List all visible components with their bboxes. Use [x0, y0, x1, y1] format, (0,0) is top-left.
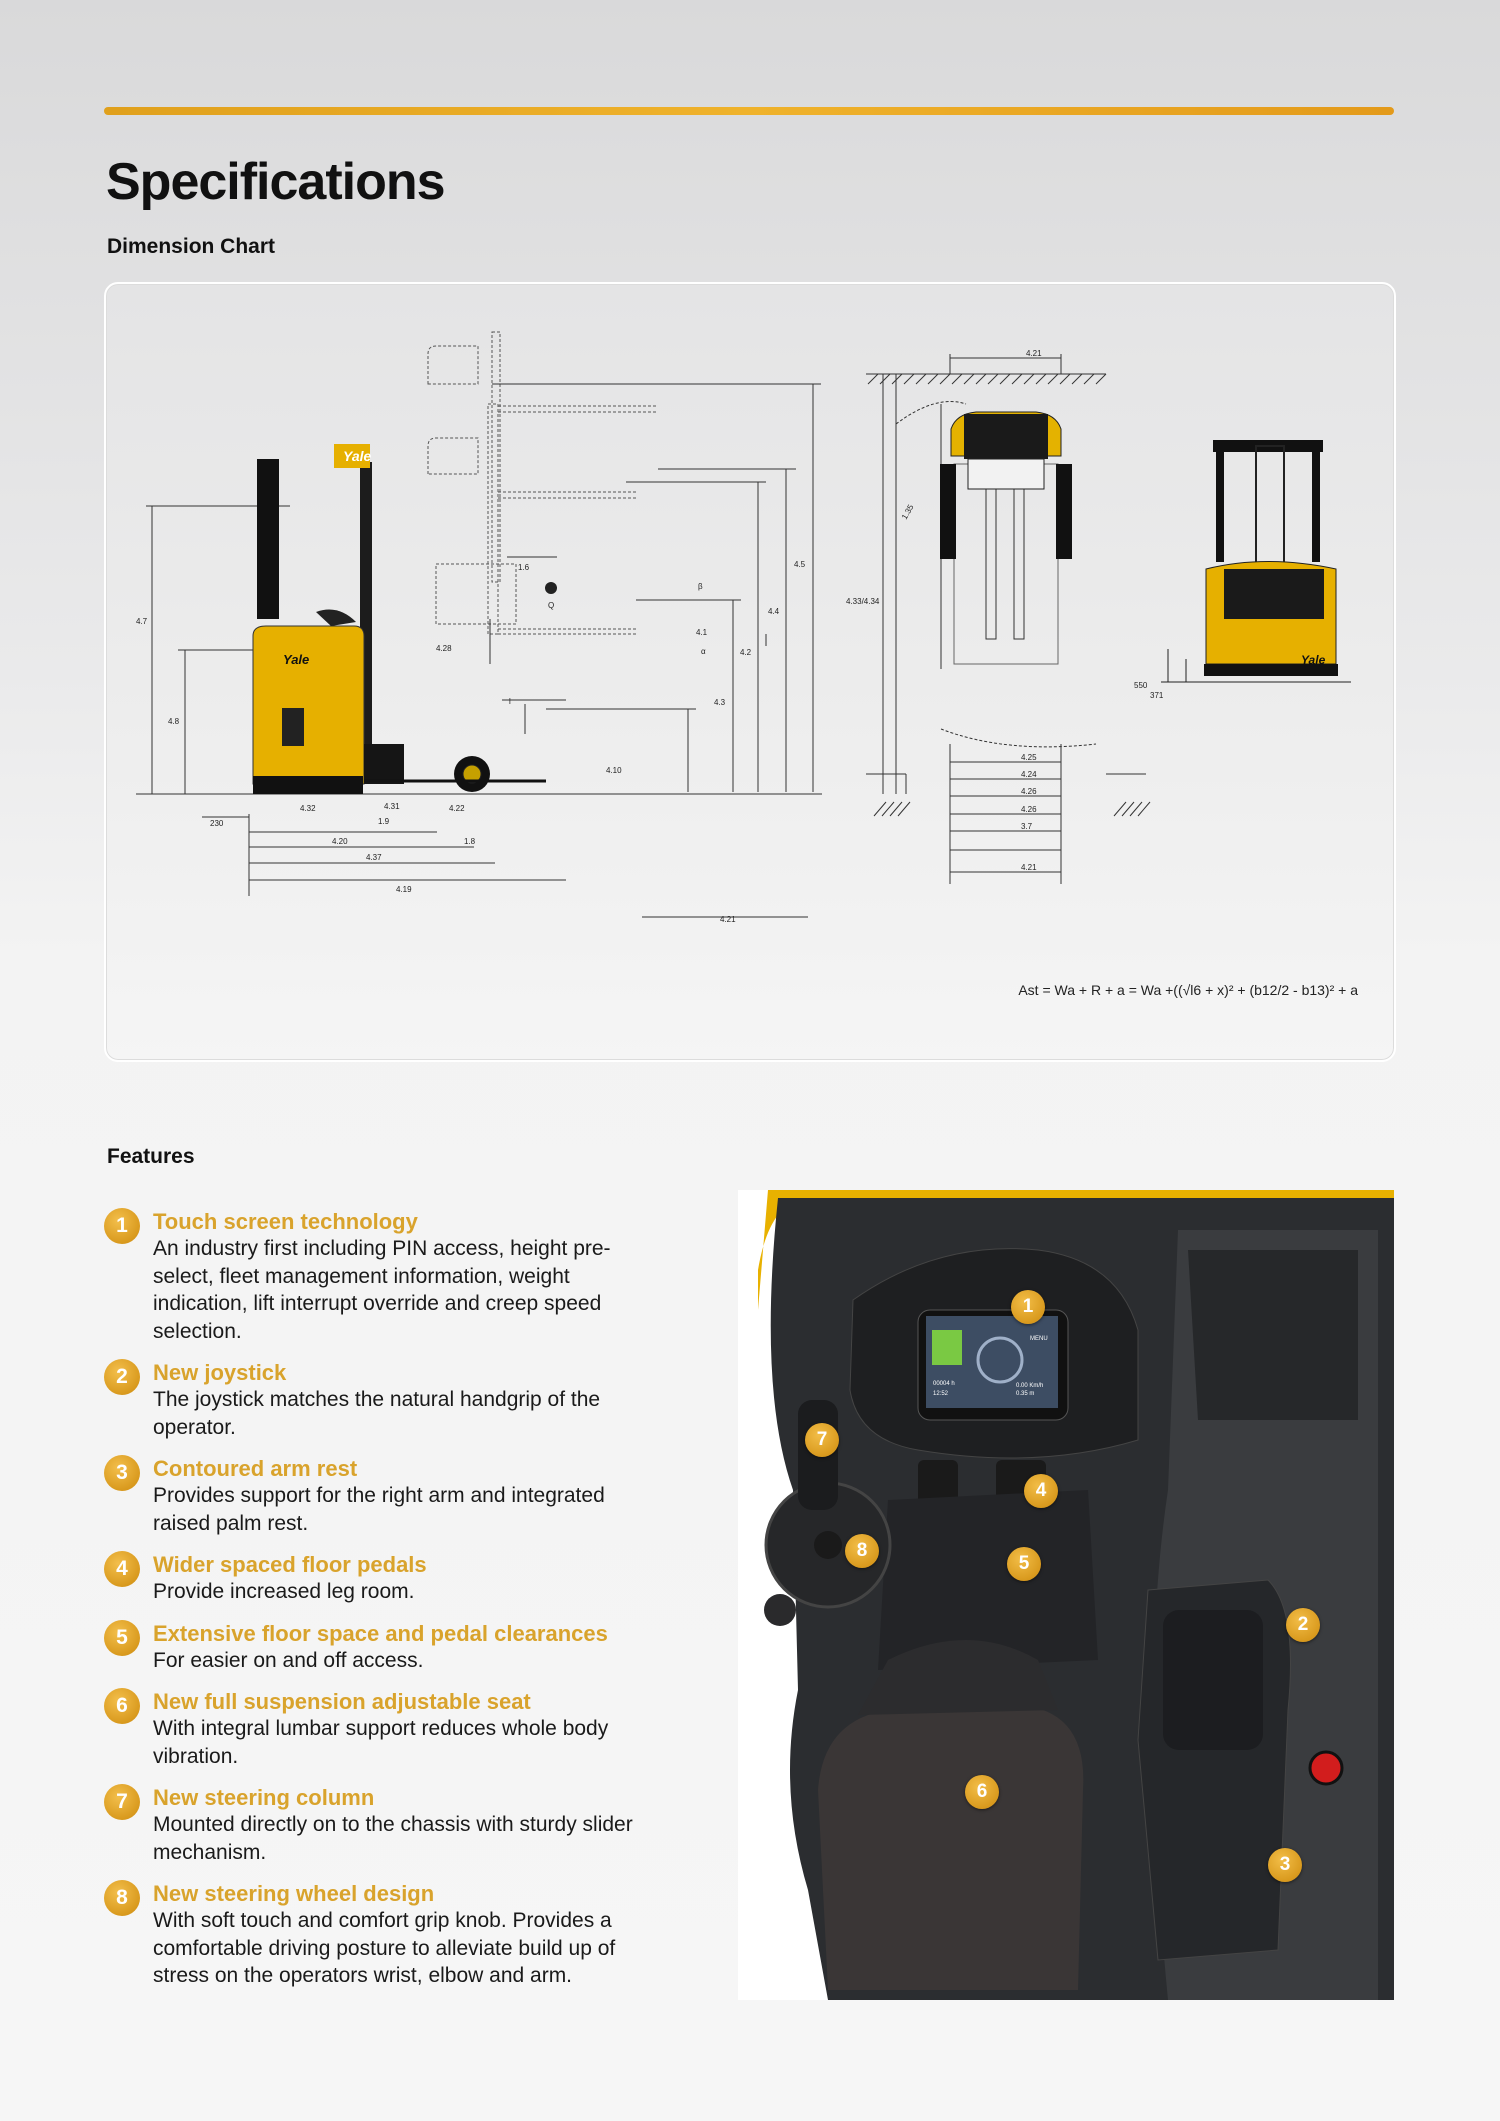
feature-item: 1 Touch screen technology An industry fi… — [104, 1208, 644, 1345]
features-heading: Features — [107, 1145, 195, 1168]
dim-h5: 4.2 — [740, 648, 752, 657]
feature-title: Wider spaced floor pedals — [153, 1552, 427, 1577]
dim-m2: 4.32 — [300, 804, 316, 813]
dimension-drawing: Yale Yale Yale 4.7 4.8 4.5 4.4 4.2 4.3 4… — [136, 331, 1351, 924]
dim-Wa: 1.35 — [900, 503, 916, 521]
dim-b1-side: 4.21 — [720, 915, 736, 924]
display-time: 12:52 — [933, 1391, 949, 1397]
brand-logo-front: Yale — [1301, 653, 1326, 667]
feature-number: 1 — [104, 1208, 140, 1244]
feature-title: Contoured arm rest — [153, 1456, 358, 1481]
dim-h3: 4.5 — [794, 560, 806, 569]
dim-l4: 4.28 — [436, 644, 452, 653]
feature-title: New steering column — [153, 1785, 375, 1810]
dim-beta: β — [698, 582, 703, 591]
dim-4-1: 4.1 — [696, 628, 708, 637]
dim-b3: 4.21 — [1026, 349, 1042, 358]
dim-550: 550 — [1134, 681, 1148, 690]
feature-number: 3 — [104, 1455, 140, 1491]
display-menu: MENU — [1030, 1336, 1048, 1342]
feature-item: 5 Extensive floor space and pedal cleara… — [104, 1619, 644, 1675]
marker-3: 3 — [1268, 1848, 1302, 1882]
marker-1: 1 — [1011, 1290, 1045, 1324]
feature-number: 6 — [104, 1688, 140, 1724]
feature-title: New full suspension adjustable seat — [153, 1689, 531, 1714]
feature-desc: With integral lumbar support reduces who… — [153, 1717, 609, 1768]
feature-item: 4 Wider spaced floor pedals Provide incr… — [104, 1551, 644, 1606]
cab-interior-photo: MENU 00004 h 12:52 0.00 Km/h 0.35 m 1 2 … — [738, 1190, 1394, 2000]
accent-rule — [104, 107, 1394, 115]
marker-4: 4 — [1024, 1474, 1058, 1508]
cab-illustration: MENU 00004 h 12:52 0.00 Km/h 0.35 m — [738, 1190, 1394, 2000]
dim-l1: 4.19 — [396, 885, 412, 894]
feature-number: 2 — [104, 1359, 140, 1395]
dim-371: 371 — [1150, 691, 1164, 700]
ast-formula: Ast = Wa + R + a = Wa +((√l6 + x)² + (b1… — [1018, 982, 1358, 998]
dim-c: 1.6 — [518, 563, 530, 572]
dim-b12: 4.26 — [1021, 805, 1037, 814]
brand-logo-mast: Yale — [343, 448, 371, 464]
brand-logo-body: Yale — [283, 652, 309, 667]
feature-title: Extensive floor space and pedal clearanc… — [153, 1620, 608, 1646]
feature-desc: For easier on and off access. — [153, 1648, 424, 1672]
feature-item: 2 New joystick The joystick matches the … — [104, 1359, 644, 1441]
features-list: 1 Touch screen technology An industry fi… — [104, 1208, 644, 2004]
dim-b14: 4.21 — [1021, 863, 1037, 872]
dim-b5: 4.25 — [1021, 753, 1037, 762]
dim-x: 1.8 — [464, 837, 476, 846]
marker-6: 6 — [965, 1775, 999, 1809]
feature-item: 6 New full suspension adjustable seat Wi… — [104, 1688, 644, 1770]
feature-desc: With soft touch and comfort grip knob. P… — [153, 1909, 616, 1987]
display-hours: 00004 h — [933, 1381, 955, 1387]
marker-8: 8 — [845, 1534, 879, 1568]
dim-b4: 4.24 — [1021, 770, 1037, 779]
dim-b13: 3.7 — [1021, 822, 1033, 831]
feature-desc: The joystick matches the natural handgri… — [153, 1388, 601, 1439]
display-speed: 0.00 Km/h — [1016, 1383, 1043, 1389]
section-subtitle: Dimension Chart — [107, 235, 276, 258]
feature-title: Touch screen technology — [153, 1209, 418, 1234]
dim-l: l — [509, 697, 511, 706]
dim-Ast: 4.33/4.34 — [846, 597, 880, 606]
feature-item: 8 New steering wheel design With soft to… — [104, 1880, 644, 1990]
dim-h7: 4.10 — [606, 766, 622, 775]
page-title: Specifications — [106, 153, 446, 211]
dim-230: 230 — [210, 819, 224, 828]
dim-l2: 4.20 — [332, 837, 348, 846]
dim-m1: 4.31 — [384, 802, 400, 811]
feature-desc: Mounted directly on to the chassis with … — [153, 1813, 633, 1864]
marker-5: 5 — [1007, 1547, 1041, 1581]
dim-Q: Q — [548, 601, 554, 610]
feature-desc: An industry first including PIN access, … — [153, 1237, 611, 1343]
dim-h2: 4.8 — [168, 717, 180, 726]
dim-y: 1.9 — [378, 817, 390, 826]
feature-number: 7 — [104, 1784, 140, 1820]
feature-item: 7 New steering column Mounted directly o… — [104, 1784, 644, 1866]
marker-7: 7 — [805, 1423, 839, 1457]
dimension-chart-panel: Yale Yale Yale 4.7 4.8 4.5 4.4 4.2 4.3 4… — [104, 282, 1396, 1062]
feature-number: 4 — [104, 1551, 140, 1587]
feature-number: 8 — [104, 1880, 140, 1916]
dim-b2: 4.26 — [1021, 787, 1037, 796]
display-height: 0.35 m — [1016, 1391, 1034, 1397]
marker-2: 2 — [1286, 1608, 1320, 1642]
dim-h6: 4.3 — [714, 698, 726, 707]
feature-desc: Provides support for the right arm and i… — [153, 1484, 605, 1535]
dim-h1: 4.7 — [136, 617, 148, 626]
dim-h4: 4.4 — [768, 607, 780, 616]
feature-title: New steering wheel design — [153, 1881, 435, 1906]
feature-desc: Provide increased leg room. — [153, 1580, 415, 1603]
dim-alpha: α — [701, 647, 706, 656]
feature-title: New joystick — [153, 1360, 287, 1385]
dim-s: 4.22 — [449, 804, 465, 813]
feature-number: 5 — [104, 1619, 140, 1656]
dim-l7: 4.37 — [366, 853, 382, 862]
feature-item: 3 Contoured arm rest Provides support fo… — [104, 1455, 644, 1537]
